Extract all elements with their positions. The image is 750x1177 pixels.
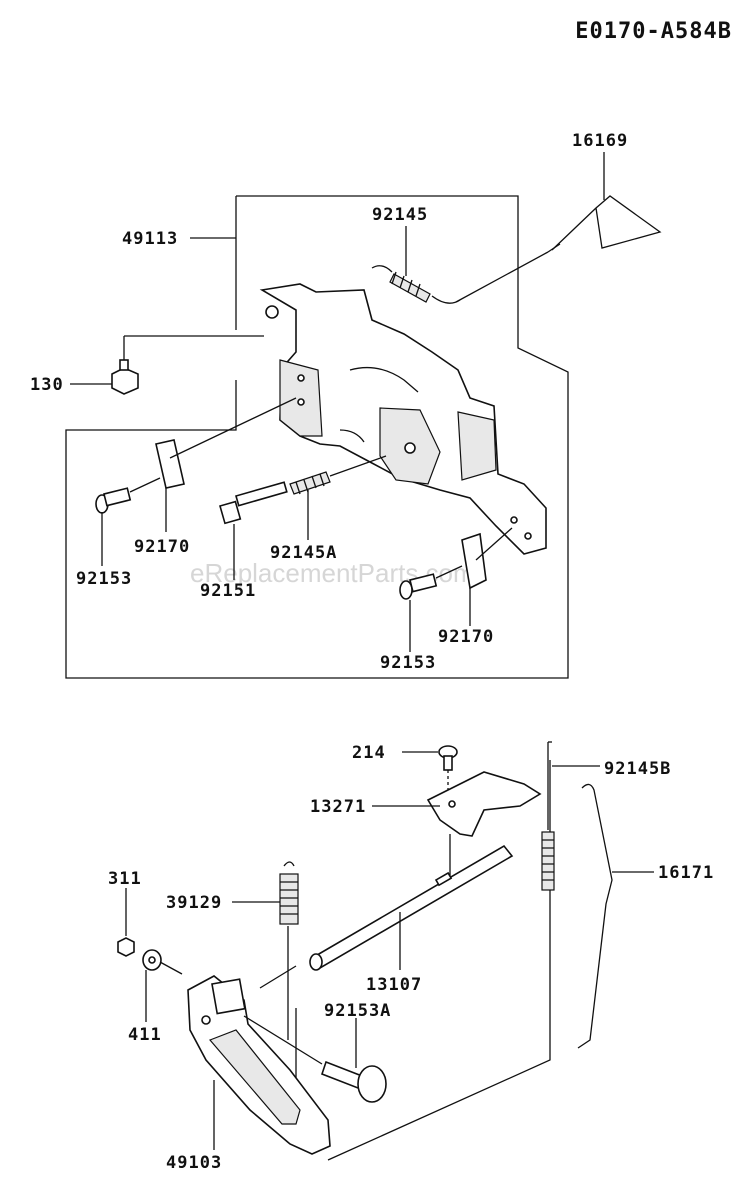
spring-92145 bbox=[371, 226, 461, 304]
label-49113: 49113 bbox=[122, 229, 178, 249]
lower-assembly: 214 92145B 13271 16171 311 39129 13107 4… bbox=[108, 741, 714, 1173]
shaft-13107 bbox=[259, 844, 514, 989]
label-311: 311 bbox=[108, 869, 142, 889]
rod-16171 bbox=[577, 783, 654, 1049]
label-92170-left: 92170 bbox=[134, 537, 190, 557]
label-130: 130 bbox=[30, 375, 64, 395]
clip-92170-right bbox=[461, 527, 513, 626]
lever-49103 bbox=[187, 975, 331, 1155]
screw-92153-right bbox=[399, 565, 463, 652]
nut-311 bbox=[117, 888, 135, 957]
spring-92145B bbox=[541, 742, 600, 891]
label-92153-left: 92153 bbox=[76, 569, 132, 589]
label-411: 411 bbox=[128, 1025, 162, 1045]
label-49103: 49103 bbox=[166, 1153, 222, 1173]
spring-39129 bbox=[232, 861, 299, 1040]
label-16171: 16171 bbox=[658, 863, 714, 883]
label-92151: 92151 bbox=[200, 581, 256, 601]
lower-group-frame bbox=[327, 760, 551, 1161]
control-plate bbox=[259, 283, 547, 555]
label-92145A: 92145A bbox=[270, 543, 337, 563]
plate-13271 bbox=[372, 771, 542, 878]
label-92145B: 92145B bbox=[604, 759, 671, 779]
label-92145: 92145 bbox=[372, 205, 428, 225]
screw-92151 bbox=[219, 481, 288, 580]
label-13107: 13107 bbox=[366, 975, 422, 995]
diagram-code: E0170-A584B bbox=[575, 19, 732, 44]
washer-411 bbox=[142, 949, 183, 1022]
spring-92145A bbox=[289, 455, 387, 540]
label-16169: 16169 bbox=[572, 131, 628, 151]
label-92153-right: 92153 bbox=[380, 653, 436, 673]
label-214: 214 bbox=[352, 743, 386, 763]
bolt-130 bbox=[70, 335, 264, 395]
label-39129: 39129 bbox=[166, 893, 222, 913]
bolt-92153A bbox=[321, 1018, 387, 1103]
wire-link-16169 bbox=[455, 152, 662, 303]
label-92170-right: 92170 bbox=[438, 627, 494, 647]
label-92153A: 92153A bbox=[324, 1001, 391, 1021]
screw-92153-left bbox=[95, 477, 161, 566]
clip-92170-left bbox=[155, 397, 297, 532]
upper-group-frame bbox=[65, 195, 569, 679]
upper-assembly: 16169 49113 92145 130 92170 92153 92145A… bbox=[30, 131, 662, 679]
label-13271: 13271 bbox=[310, 797, 366, 817]
